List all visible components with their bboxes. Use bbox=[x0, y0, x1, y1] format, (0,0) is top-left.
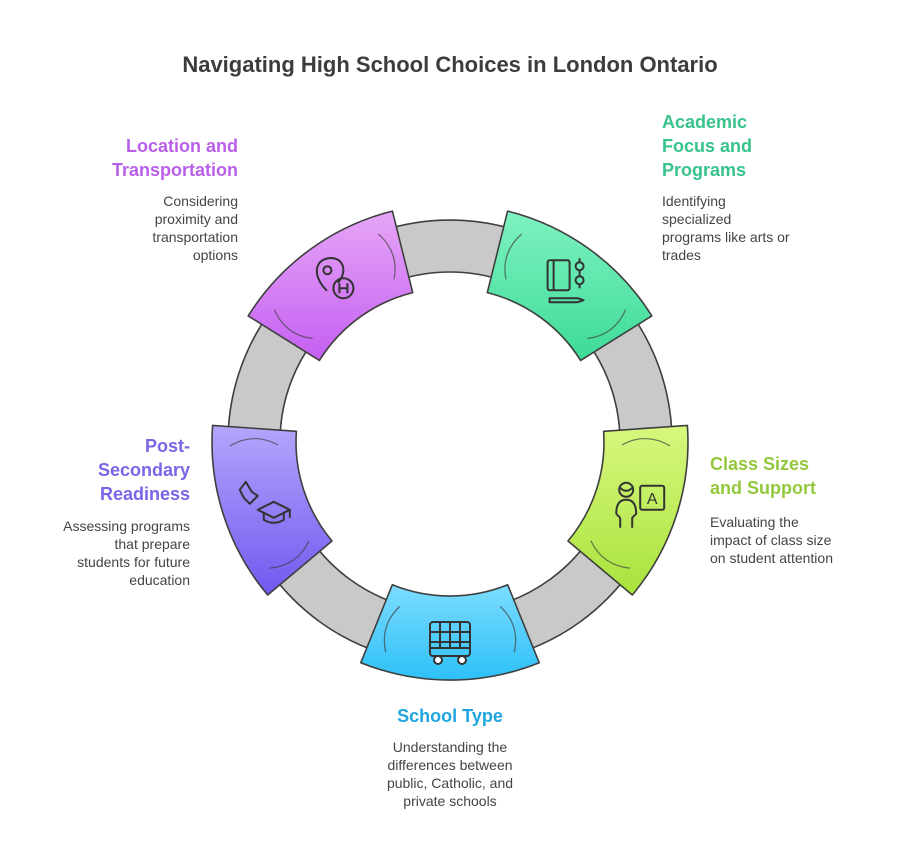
academic-description: Identifying specialized programs like ar… bbox=[662, 192, 862, 264]
class-sizes-heading-line: and Support bbox=[710, 478, 816, 498]
class-sizes-heading: Class Sizes and Support bbox=[710, 452, 890, 500]
ring-segments bbox=[227, 219, 673, 655]
location-pin-hospital-icon bbox=[315, 257, 355, 300]
class-sizes-heading-line: Class Sizes bbox=[710, 454, 810, 474]
school-type-desc-line: differences between bbox=[387, 757, 513, 773]
post-secondary-heading-line: Readiness bbox=[99, 484, 190, 504]
post-secondary-heading-line: Secondary bbox=[97, 460, 190, 480]
location-desc-line: options bbox=[192, 247, 238, 263]
location-node bbox=[247, 210, 414, 362]
school-type-heading: School Type bbox=[300, 704, 600, 728]
academic-heading-line: Focus and bbox=[662, 136, 753, 156]
academic-desc-line: trades bbox=[662, 247, 701, 263]
location-desc-line: transportation bbox=[152, 229, 238, 245]
class-sizes-node: A bbox=[567, 424, 689, 596]
academic-node bbox=[486, 210, 653, 362]
svg-text:A: A bbox=[647, 491, 658, 508]
post-secondary-desc-line: Assessing programs bbox=[63, 518, 190, 534]
location-desc-line: Considering bbox=[163, 193, 238, 209]
teacher-board-icon: A bbox=[615, 481, 666, 528]
graduation-cap-icon bbox=[238, 480, 291, 524]
school-type-description: Understanding the differences between pu… bbox=[330, 738, 570, 810]
school-type-desc-line: private schools bbox=[403, 793, 497, 809]
location-heading: Location and Transportation bbox=[40, 134, 238, 182]
location-heading-line: Transportation bbox=[111, 160, 238, 180]
post-secondary-description: Assessing programs that prepare students… bbox=[20, 517, 190, 589]
post-secondary-heading-line: Post- bbox=[145, 436, 190, 456]
academic-desc-line: specialized bbox=[662, 211, 732, 227]
ring-nodes: A bbox=[211, 210, 689, 681]
school-type-desc-line: public, Catholic, and bbox=[386, 775, 514, 791]
post-secondary-node bbox=[211, 424, 333, 596]
class-sizes-desc-line: impact of class size bbox=[710, 532, 832, 548]
school-type-node bbox=[360, 584, 540, 681]
class-sizes-desc-line: on student attention bbox=[710, 550, 833, 566]
academic-heading: Academic Focus and Programs bbox=[662, 110, 862, 182]
school-type-desc-line: Understanding the bbox=[392, 739, 508, 755]
school-type-heading-line: School Type bbox=[397, 706, 503, 726]
location-heading-line: Location and bbox=[126, 136, 238, 156]
class-sizes-desc-line: Evaluating the bbox=[710, 514, 799, 530]
post-secondary-desc-line: that prepare bbox=[114, 536, 191, 552]
class-sizes-description: Evaluating the impact of class size on s… bbox=[710, 513, 895, 567]
post-secondary-desc-line: education bbox=[129, 572, 190, 588]
academic-desc-line: programs like arts or bbox=[662, 229, 790, 245]
post-secondary-heading: Post- Secondary Readiness bbox=[40, 434, 190, 506]
page-title: Navigating High School Choices in London… bbox=[182, 52, 718, 77]
location-description: Considering proximity and transportation… bbox=[38, 192, 238, 264]
location-desc-line: proximity and bbox=[154, 211, 238, 227]
post-secondary-desc-line: students for future bbox=[77, 554, 190, 570]
notebook-pencil-icon bbox=[546, 258, 585, 304]
school-bus-icon bbox=[429, 621, 471, 665]
academic-desc-line: Identifying bbox=[662, 193, 726, 209]
academic-heading-line: Academic bbox=[662, 112, 748, 132]
academic-heading-line: Programs bbox=[662, 160, 747, 180]
